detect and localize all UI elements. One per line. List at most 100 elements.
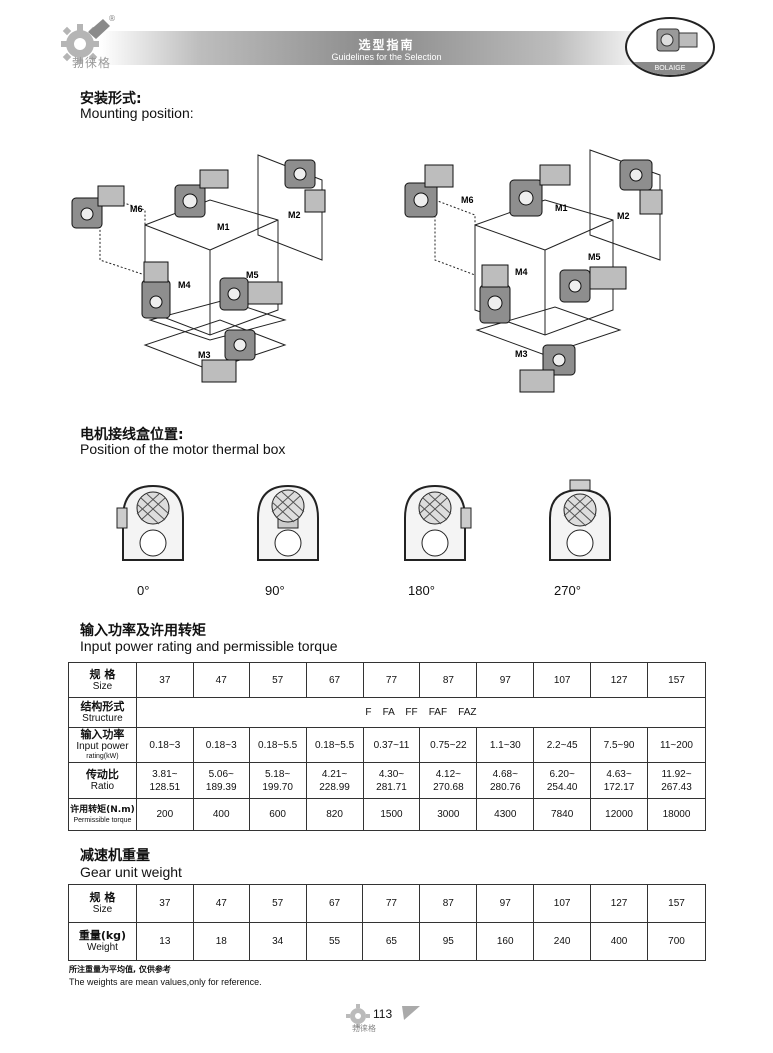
- size-cell: 127: [590, 884, 648, 923]
- thermal-label-270: 270°: [554, 583, 581, 598]
- thermal-title-en: Position of the motor thermal box: [80, 441, 286, 457]
- input-power-cell: 0.18~3: [135, 727, 194, 763]
- thermal-label-90: 90°: [265, 583, 285, 598]
- size-cell: 47: [192, 662, 250, 698]
- power-title-cn: 输入功率及许用转矩: [80, 623, 206, 639]
- thermal-label-180: 180°: [408, 583, 435, 598]
- torque-cell: 400: [192, 798, 250, 831]
- thermal-box-90-icon: [257, 484, 319, 561]
- weight-cell: 18: [192, 922, 250, 961]
- weight-cell: 95: [419, 922, 478, 961]
- input-power-cell: 0.18~3: [192, 727, 250, 763]
- torque-cell: 600: [248, 798, 307, 831]
- weight-title-cn: 减速机重量: [80, 848, 150, 864]
- page-header: ® 勃徕格 选型指南 Guidelines for the Selection …: [0, 0, 773, 80]
- ratio-cell: 11.92~267.43: [647, 762, 706, 799]
- registered-mark: ®: [108, 14, 116, 23]
- size-cell: 47: [192, 884, 250, 923]
- size-cell: 37: [135, 662, 194, 698]
- mount-label-m3: M3: [198, 350, 211, 360]
- gear-motor-icon: [656, 28, 698, 52]
- torque-cell: 18000: [647, 798, 706, 831]
- weight-cell: 160: [476, 922, 535, 961]
- mount-label-m6: M6: [130, 204, 143, 214]
- table-row: 许用转矩(N.m)Permissible torque 200 400 600 …: [68, 798, 706, 831]
- mounting-diagram-right: M6 M1 M2 M4 M5 M3: [404, 149, 663, 393]
- gear-logo-icon: [61, 19, 110, 64]
- mounting-title-cn: 安装形式:: [80, 91, 142, 107]
- input-power-cell: 1.1~30: [476, 727, 535, 763]
- size-cell: 37: [135, 884, 194, 923]
- size-cell: 157: [647, 662, 706, 698]
- structure-value: F FA FF FAF FAZ: [135, 697, 707, 728]
- size-cell: 57: [248, 884, 307, 923]
- weight-cell: 700: [646, 922, 707, 961]
- ratio-cell: 4.30~281.71: [362, 762, 421, 799]
- size-cell: 77: [362, 662, 421, 698]
- weight-cell: 34: [248, 922, 307, 961]
- ratio-cell: 5.18~199.70: [248, 762, 307, 799]
- footer-logo-text: 勃徕格: [352, 1024, 376, 1033]
- input-power-cell: 7.5~90: [590, 727, 648, 763]
- size-cell: 67: [305, 884, 364, 923]
- weight-title-en: Gear unit weight: [80, 864, 182, 880]
- brand-badge: BOLAIGE: [625, 17, 715, 77]
- size-cell: 107: [533, 662, 592, 698]
- logo-text: 勃徕格: [72, 56, 112, 70]
- input-power-cell: 0.75~22: [419, 727, 478, 763]
- input-power-cell: 0.37~11: [362, 727, 421, 763]
- header-banner: [100, 31, 655, 65]
- mount-label-m4: M4: [178, 280, 191, 290]
- weight-cell: 240: [533, 922, 592, 961]
- size-cell: 97: [476, 884, 535, 923]
- size-cell: 97: [476, 662, 535, 698]
- torque-cell: 200: [135, 798, 194, 831]
- ratio-cell: 4.21~228.99: [305, 762, 364, 799]
- mounting-diagram-left: M6 M1 M2 M4 M5 M3: [71, 154, 326, 383]
- weight-cell: 400: [590, 922, 648, 961]
- ratio-cell: 3.81~128.51: [135, 762, 194, 799]
- size-cell: 127: [590, 662, 648, 698]
- weight-cell: 13: [135, 922, 194, 961]
- torque-cell: 820: [305, 798, 364, 831]
- mounting-title-en: Mounting position:: [80, 105, 194, 121]
- size-cell: 77: [362, 884, 421, 923]
- torque-cell: 3000: [419, 798, 478, 831]
- weight-header: 重量(kg)Weight: [68, 922, 137, 961]
- torque-cell: 7840: [533, 798, 592, 831]
- table-row: 重量(kg)Weight 13 18 34 55 65 95 160 240 4…: [68, 922, 707, 961]
- mount-label-m1: M1: [555, 203, 568, 213]
- ratio-cell: 4.63~172.17: [590, 762, 648, 799]
- weight-cell: 55: [305, 922, 364, 961]
- weight-cell: 65: [362, 922, 421, 961]
- mount-label-m5: M5: [246, 270, 259, 280]
- torque-cell: 12000: [590, 798, 648, 831]
- thermal-title-cn: 电机接线盒位置:: [80, 427, 184, 443]
- size-cell: 87: [419, 662, 478, 698]
- footer-logo-icon: [346, 1004, 420, 1028]
- input-power-cell: 0.18~5.5: [248, 727, 307, 763]
- mount-label-m2: M2: [617, 211, 630, 221]
- header-subtitle: Guidelines for the Selection: [331, 52, 442, 62]
- ratio-cell: 4.68~280.76: [476, 762, 535, 799]
- ratio-cell: 5.06~189.39: [192, 762, 250, 799]
- size-cell: 107: [533, 884, 592, 923]
- ratio-cell: 6.20~254.40: [533, 762, 592, 799]
- size-cell: 67: [305, 662, 364, 698]
- size-cell: 157: [646, 884, 707, 923]
- thermal-box-270-icon: [549, 479, 611, 561]
- brand-name: BOLAIGE: [627, 62, 713, 75]
- thermal-box-0-icon: [116, 484, 184, 561]
- torque-cell: 1500: [362, 798, 421, 831]
- power-title-en: Input power rating and permissible torqu…: [80, 638, 338, 654]
